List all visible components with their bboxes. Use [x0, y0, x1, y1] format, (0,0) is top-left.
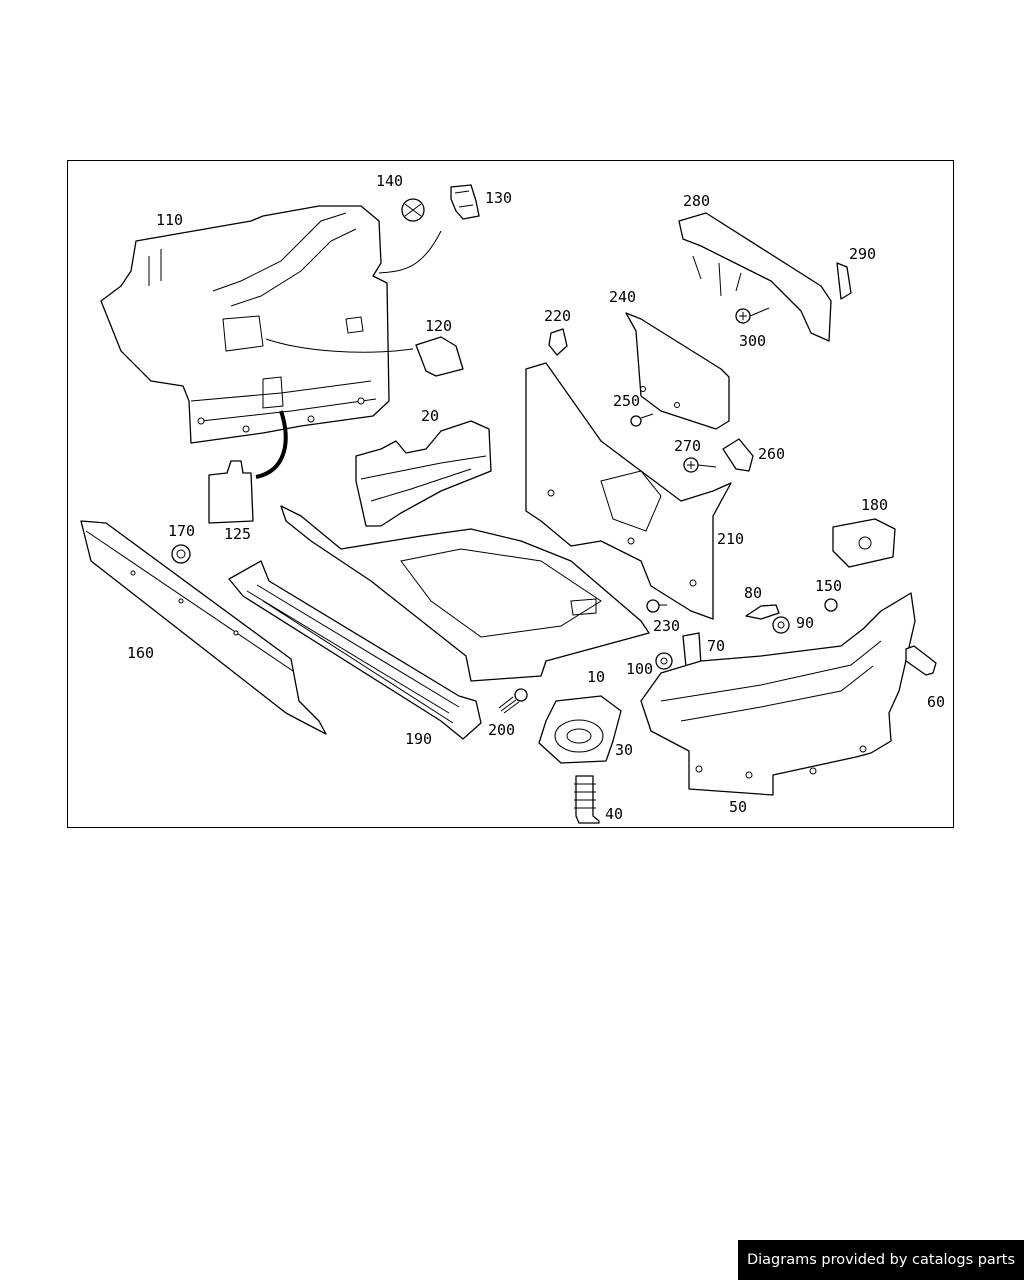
part-200-screw: [498, 688, 528, 714]
callout-180: 180: [861, 496, 888, 514]
part-120-cover: [415, 336, 464, 377]
part-220-clip: [548, 328, 568, 356]
callout-80: 80: [744, 584, 762, 602]
part-140-clip: [401, 198, 425, 222]
callout-10: 10: [587, 668, 605, 686]
part-260-clip: [722, 438, 754, 472]
exploded-parts-diagram: 140 130 110 120 20 125 170 160 190 200 2…: [80, 172, 945, 824]
part-50-liner: [640, 592, 916, 796]
part-270-screw: [683, 457, 717, 473]
part-190-rail: [228, 560, 482, 740]
part-130-bracket: [450, 184, 480, 220]
part-20-panel: [355, 420, 492, 527]
callout-130: 130: [485, 189, 512, 207]
callout-230: 230: [653, 617, 680, 635]
callout-200: 200: [488, 721, 515, 739]
callout-290: 290: [849, 245, 876, 263]
callout-270: 270: [674, 437, 701, 455]
part-160-panel: [80, 520, 327, 735]
callout-250: 250: [613, 392, 640, 410]
callout-120: 120: [425, 317, 452, 335]
part-180-box: [832, 518, 896, 568]
part-280-bracket: [678, 212, 832, 342]
callout-40: 40: [605, 805, 623, 823]
part-170-nut: [171, 544, 191, 564]
callout-50: 50: [729, 798, 747, 816]
callout-210: 210: [717, 530, 744, 548]
part-250-pin: [630, 413, 654, 427]
callout-110: 110: [156, 211, 183, 229]
part-150-clip: [824, 598, 838, 612]
callout-90: 90: [796, 614, 814, 632]
callout-300: 300: [739, 332, 766, 350]
part-240-panel: [625, 312, 730, 430]
callout-170: 170: [168, 522, 195, 540]
part-110-liner: [100, 205, 390, 444]
part-290-bracket: [836, 262, 852, 300]
callout-30: 30: [615, 741, 633, 759]
part-trunk-floor: [280, 505, 650, 682]
callout-240: 240: [609, 288, 636, 306]
part-125-flap: [208, 460, 254, 524]
part-100-grommet: [655, 652, 673, 670]
part-230-pin: [646, 599, 667, 613]
callout-60: 60: [927, 693, 945, 711]
leader-line-120: [265, 338, 414, 353]
leader-arrow-125: [255, 410, 288, 479]
callout-280: 280: [683, 192, 710, 210]
callout-70: 70: [707, 637, 725, 655]
leader-line-140: [378, 230, 442, 274]
parts-diagram-frame: 140 130 110 120 20 125 170 160 190 200 2…: [67, 160, 954, 828]
part-210-side-panel: [525, 362, 732, 620]
part-60-clip: [905, 645, 937, 676]
part-300-screw: [735, 307, 770, 324]
callout-260: 260: [758, 445, 785, 463]
part-40-spring: [574, 775, 600, 824]
callout-140: 140: [376, 172, 403, 190]
callout-160: 160: [127, 644, 154, 662]
callout-150: 150: [815, 577, 842, 595]
callout-125: 125: [224, 525, 251, 543]
footer-credit-badge: Diagrams provided by catalogs parts: [738, 1240, 1024, 1280]
part-80-bracket: [745, 604, 780, 620]
footer-credit-text: Diagrams provided by catalogs parts: [746, 1252, 1016, 1268]
callout-220: 220: [544, 307, 571, 325]
callout-190: 190: [405, 730, 432, 748]
part-30-mount: [538, 695, 622, 764]
part-90-grommet: [772, 616, 790, 634]
callout-100: 100: [626, 660, 653, 678]
callout-20: 20: [421, 407, 439, 425]
